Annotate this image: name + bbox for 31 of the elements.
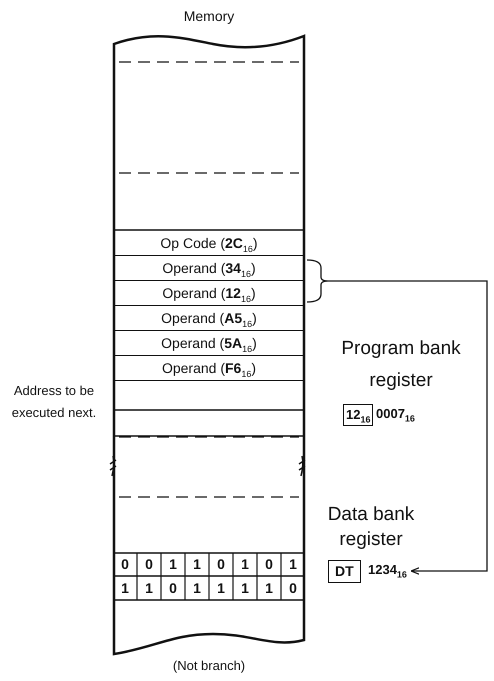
memory-cell: Op Code (2C$_{16}$) xyxy=(113,231,305,256)
register-label: Data bank register xyxy=(326,503,416,552)
bit-cell-text: 0 xyxy=(216,555,226,574)
bit-cell-text: 1 xyxy=(240,555,250,574)
register-box: 12$_{16}$ xyxy=(343,404,374,426)
memory-cell: Operand (5A$_{16}$) xyxy=(113,331,305,356)
bit-cell-text: 0 xyxy=(144,555,154,574)
bit-cell-text: 1 xyxy=(288,555,298,574)
caption: (Not branch) xyxy=(172,658,246,673)
register-value: 1234$_{16}$ xyxy=(368,562,407,580)
annotation: Address to be executed next. xyxy=(10,382,98,422)
register-label: Program bank register xyxy=(340,337,462,393)
bit-cell-text: 1 xyxy=(216,578,226,598)
bit-cell-text: 1 xyxy=(168,555,178,574)
register-value: 0007$_{16}$ xyxy=(376,406,415,424)
bit-cell-text: 0 xyxy=(288,578,298,598)
memory-cell: Operand (A5$_{16}$) xyxy=(113,306,305,331)
memory-cell: Operand (34$_{16}$) xyxy=(113,256,305,281)
bit-cell-text: 0 xyxy=(120,555,130,574)
column-heading: Memory xyxy=(182,8,236,24)
bit-cell-text: 0 xyxy=(264,555,274,574)
memory-cell: Operand (F6$_{16}$) xyxy=(113,356,305,381)
bit-cell-text: 0 xyxy=(168,578,178,598)
bit-cell-text: 1 xyxy=(144,578,154,598)
bit-cell-text: 1 xyxy=(240,578,250,598)
bit-cell-text: 1 xyxy=(264,578,274,598)
register-box: DT xyxy=(328,560,361,583)
bit-cell-text: 1 xyxy=(192,555,202,574)
bit-cell-text: 1 xyxy=(192,578,202,598)
bit-cell-text: 1 xyxy=(120,578,130,598)
memory-cell: Operand (12$_{16}$) xyxy=(113,281,305,306)
